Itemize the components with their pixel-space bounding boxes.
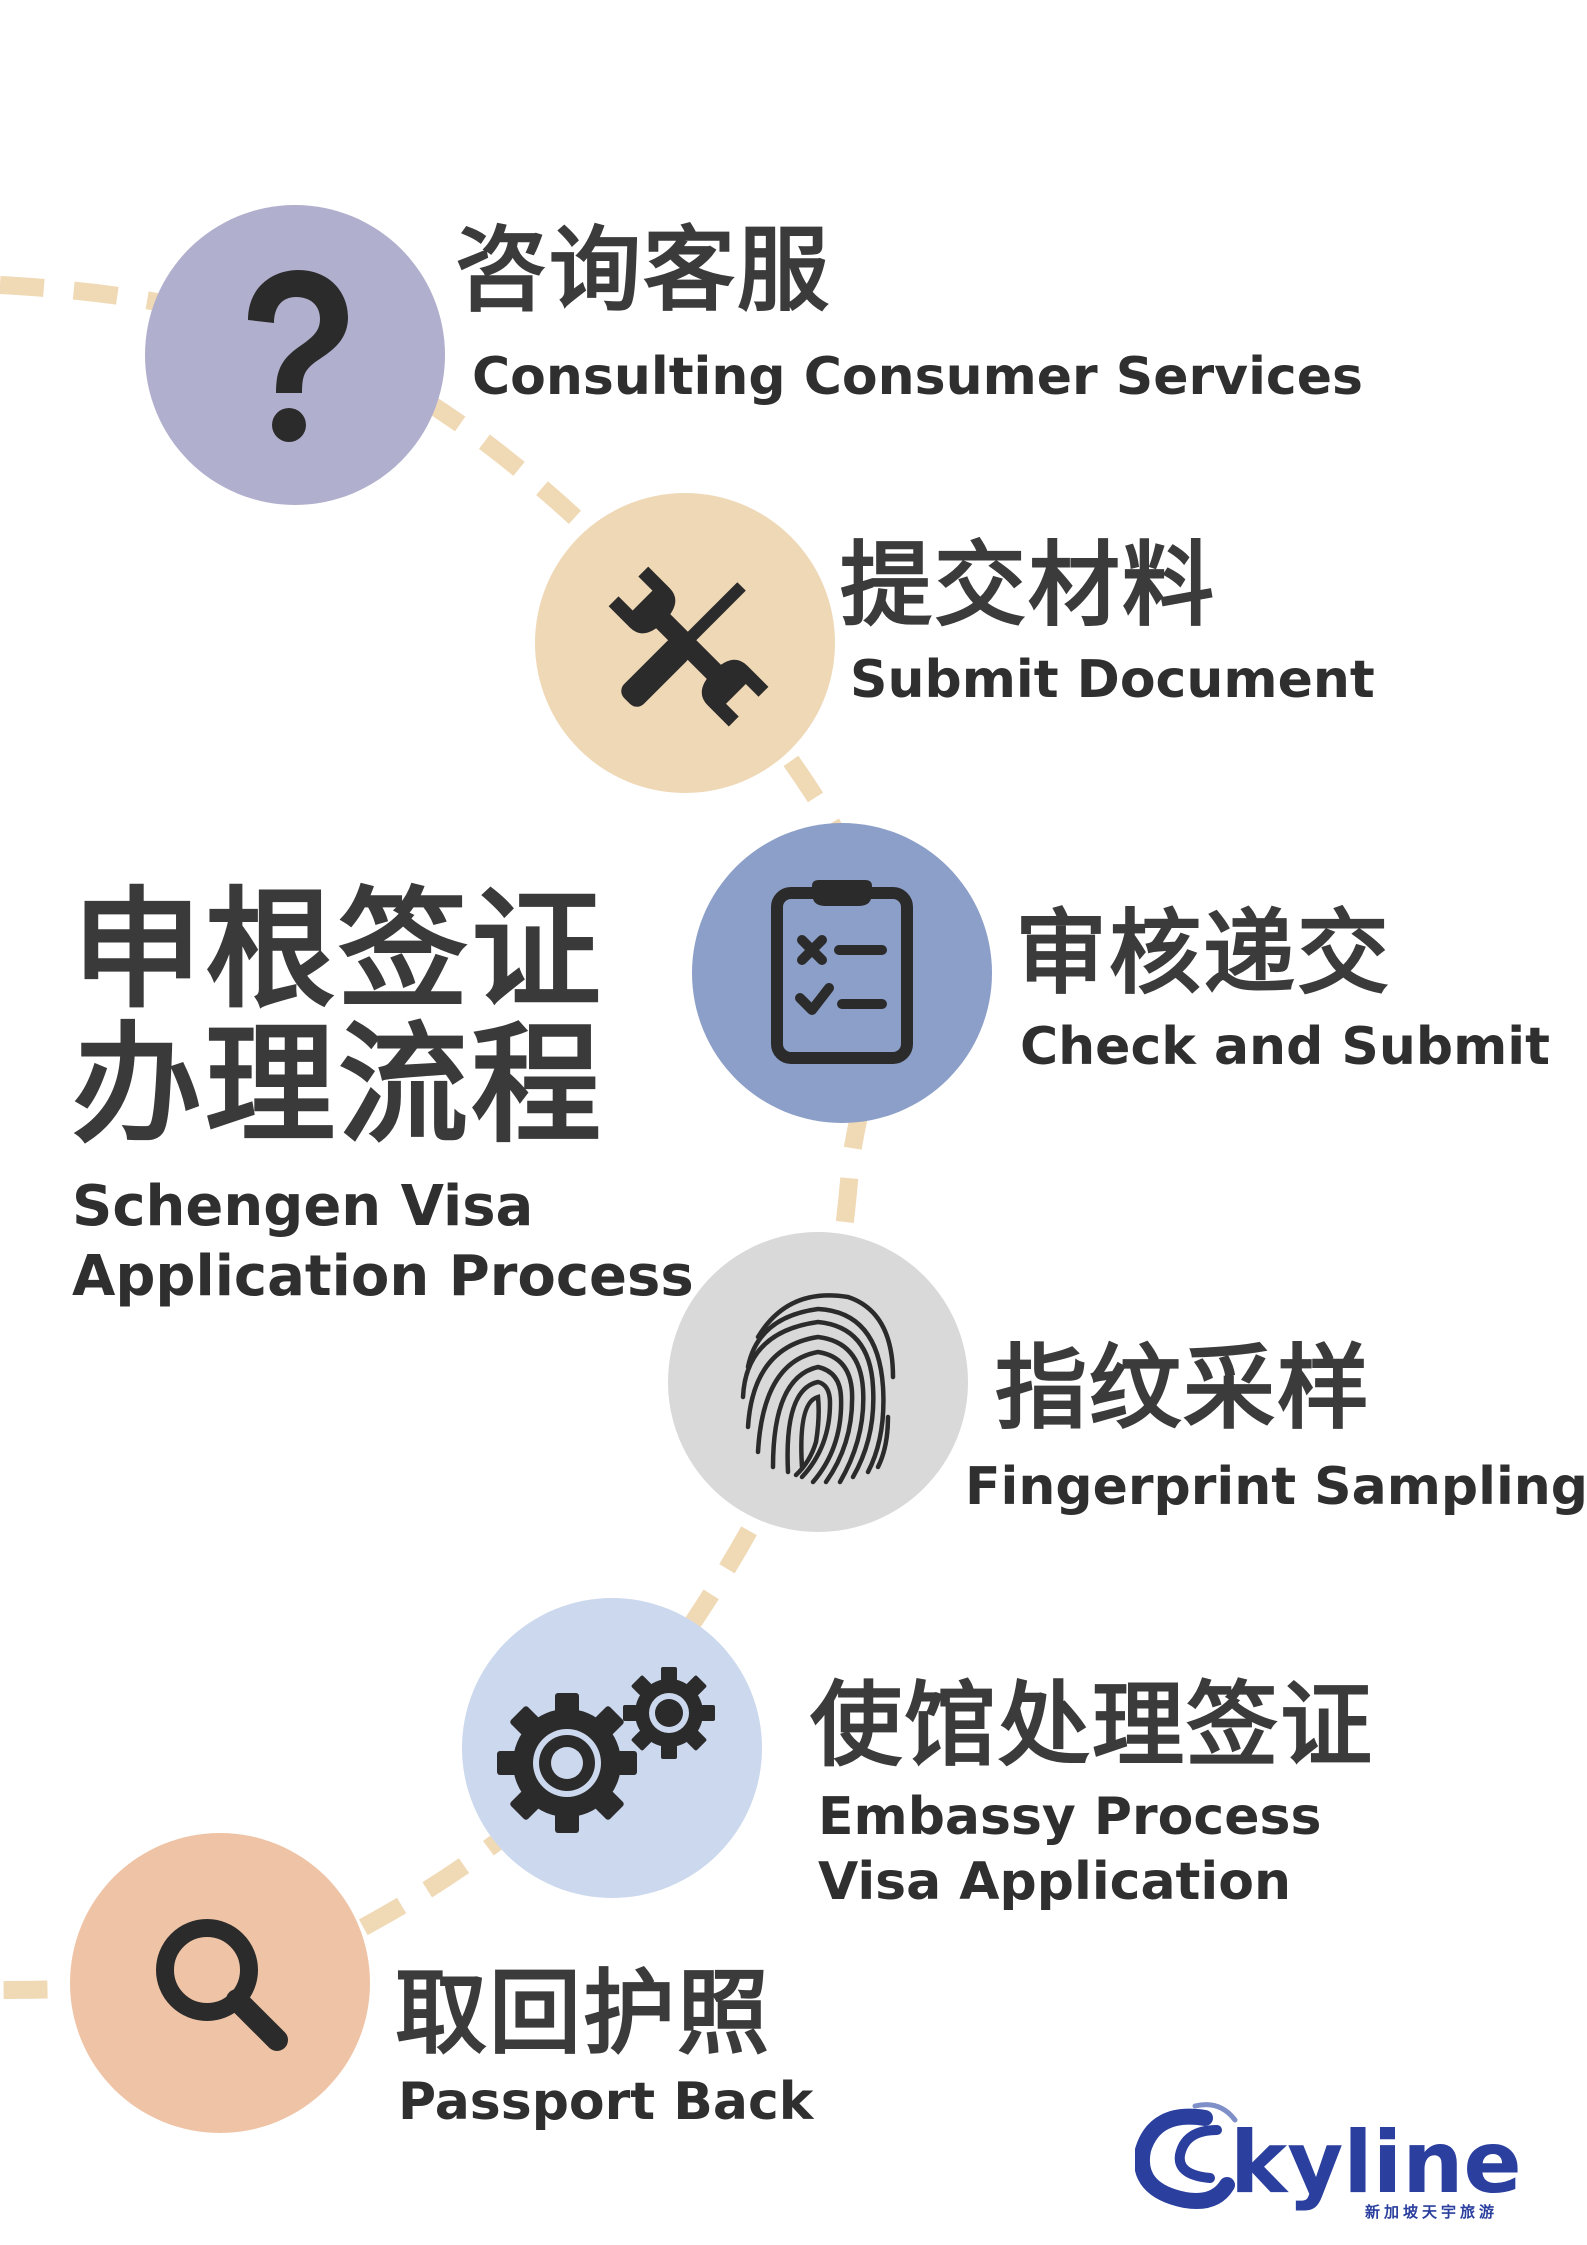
page-title-en-line2: Application Process	[72, 1244, 694, 1309]
page-title-zh-line1: 申根签证	[72, 874, 605, 1026]
step-6-en: Passport Back	[398, 2072, 814, 2132]
step-1-en: Consulting Consumer Services	[472, 347, 1363, 407]
step-circle-check	[692, 823, 992, 1123]
svg-text:kyline: kyline	[1230, 2113, 1522, 2213]
step-circle-fingerprint	[668, 1232, 968, 1532]
fingerprint-icon	[740, 1293, 896, 1485]
step-5-en-line1: Embassy Process	[818, 1787, 1322, 1847]
step-5-zh: 使馆处理签证	[810, 1672, 1375, 1779]
search-icon	[156, 1919, 288, 2051]
step-circle-consulting	[145, 205, 445, 505]
step-1-zh: 咨询客服	[455, 217, 832, 324]
step-circle-submit	[535, 493, 835, 793]
step-6-zh: 取回护照	[395, 1960, 772, 2067]
brand-logo: kyline 新加坡天宇旅游	[1133, 2100, 1555, 2221]
gears-icon	[497, 1667, 715, 1833]
step-4-zh: 指纹采样	[995, 1335, 1372, 1442]
clipboard-checklist-icon	[771, 880, 913, 1064]
step-3-zh: 审核递交	[1015, 900, 1392, 1007]
step-2-en: Submit Document	[850, 650, 1375, 710]
step-circle-embassy	[462, 1598, 762, 1898]
step-4-en: Fingerprint Sampling	[965, 1457, 1587, 1517]
svg-text:新加坡天宇旅游: 新加坡天宇旅游	[1365, 2203, 1498, 2220]
step-5-en-line2: Visa Application	[818, 1852, 1291, 1912]
step-2-zh: 提交材料	[840, 532, 1217, 639]
question-mark-icon	[248, 270, 348, 442]
page-title-zh-line2: 办理流程	[72, 1009, 605, 1161]
tools-icon	[608, 566, 769, 727]
step-circle-passport	[70, 1833, 370, 2133]
skyline-logo-mark: kyline 新加坡天宇旅游	[1133, 2102, 1522, 2221]
page-title-en-line1: Schengen Visa	[72, 1174, 534, 1239]
step-3-en: Check and Submit	[1020, 1017, 1550, 1077]
